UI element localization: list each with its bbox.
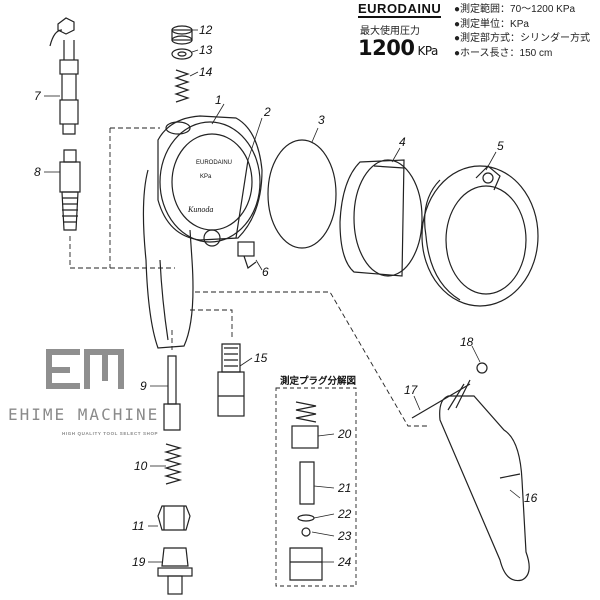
watermark-tagline: HIGH QUALITY TOOL SELECT SHOP xyxy=(62,431,159,436)
callout-12: 12 xyxy=(199,23,213,37)
gauge-body-part xyxy=(142,115,263,349)
callout-11: 11 xyxy=(132,519,144,533)
bolt-part xyxy=(411,383,471,419)
spec-hose-length: ●ホース長さ：150 cm xyxy=(454,47,553,59)
plug-box xyxy=(275,387,357,587)
callout-9: 9 xyxy=(140,379,147,393)
callout-23: 23 xyxy=(337,529,352,543)
callout-5: 5 xyxy=(497,139,504,153)
callout-16: 16 xyxy=(524,491,538,505)
max-pressure-label: 最大使用圧力 xyxy=(360,26,420,37)
hose-fitting-part xyxy=(59,149,81,231)
spec-unit: ●測定単位：KPa xyxy=(454,18,529,30)
watermark-name: EHIME MACHINE xyxy=(8,405,160,424)
callout-21: 21 xyxy=(337,481,351,495)
gauge-face-units: KPa xyxy=(200,174,212,180)
coupler-part xyxy=(217,343,245,417)
callout-4: 4 xyxy=(399,135,406,149)
callout-13: 13 xyxy=(199,43,213,57)
watermark: EHIME MACHINE HIGH QUALITY TOOL SELECT S… xyxy=(0,345,166,445)
callout-1: 1 xyxy=(215,93,222,107)
callout-7: 7 xyxy=(34,89,42,103)
max-pressure-value: 1200 xyxy=(358,36,415,60)
spring-part xyxy=(174,69,190,103)
washer-part xyxy=(171,48,193,60)
pin-part xyxy=(235,159,249,239)
callout-10: 10 xyxy=(134,459,148,473)
bottom-fitting-part xyxy=(157,547,193,595)
rod-part xyxy=(163,355,181,431)
em-logo-icon xyxy=(46,349,124,389)
callout-6: 6 xyxy=(262,265,269,279)
callout-17: 17 xyxy=(404,383,419,397)
spring-lower-part xyxy=(163,443,183,485)
spec-method: ●測定部方式：シリンダー方式 xyxy=(454,33,591,44)
plug-pin-part xyxy=(299,461,315,505)
plug-washer-part xyxy=(297,514,315,522)
gauge-face-model: Kunoda xyxy=(187,205,213,214)
brand-title: EURODAINU xyxy=(358,1,442,18)
callout-15: 15 xyxy=(254,351,268,365)
callout-20: 20 xyxy=(337,427,352,441)
valve-part xyxy=(237,241,257,269)
callout-22: 22 xyxy=(337,507,352,521)
lens-cover-part xyxy=(339,159,423,277)
callout-14: 14 xyxy=(199,65,213,79)
hose-nozzle-part xyxy=(49,17,79,135)
callout-3: 3 xyxy=(318,113,325,127)
callout-8: 8 xyxy=(34,165,41,179)
cap-part xyxy=(171,25,193,45)
spec-list: ●測定範囲：70〜1200 KPa ●測定単位：KPa ●測定部方式：シリンダー… xyxy=(454,3,590,61)
plug-ball-part xyxy=(301,527,311,537)
callout-2: 2 xyxy=(263,105,271,119)
stand-nut-part xyxy=(476,362,488,374)
o-ring-part xyxy=(267,139,337,249)
plug-spring-part xyxy=(291,401,319,449)
callout-24: 24 xyxy=(337,555,352,569)
callout-19: 19 xyxy=(132,555,146,569)
max-pressure-unit: KPa xyxy=(417,44,438,58)
plug-body-part xyxy=(289,547,323,581)
plug-box-title: 測定プラグ分解図 xyxy=(280,375,356,387)
rubber-guard-part xyxy=(421,165,539,307)
stand-part xyxy=(439,379,530,582)
hex-nut-part xyxy=(157,505,191,531)
spec-range: ●測定範囲：70〜1200 KPa xyxy=(454,4,576,15)
gauge-face-brand: EURODAINU xyxy=(196,160,232,166)
callout-18: 18 xyxy=(460,335,474,349)
